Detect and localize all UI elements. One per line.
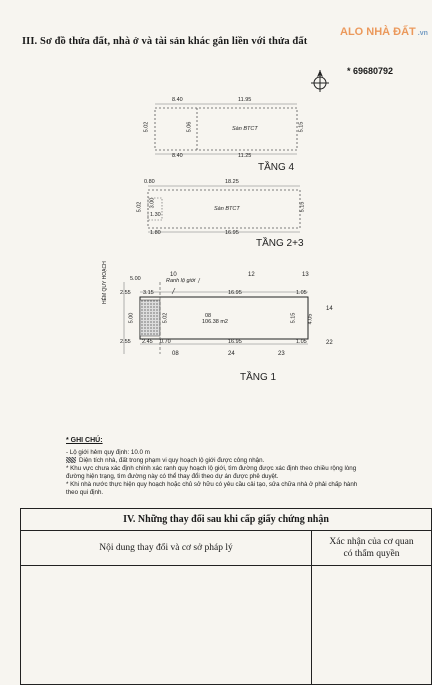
dim-label: 5.02 — [143, 121, 150, 133]
plan-tang-1 — [123, 277, 309, 354]
confirmation-cell — [311, 565, 432, 685]
dim-label: 16.95 — [228, 339, 242, 345]
floor-label-tang-2-3: TẦNG 2+3 — [256, 238, 304, 249]
dim-label: 16.95 — [225, 230, 239, 236]
watermark-domain: .vn — [417, 30, 428, 37]
neighbor-parcel: 13 — [302, 272, 309, 278]
note-text: Diện tích nhà, đất trong phạm vi quy hoạ… — [79, 457, 265, 464]
note-item: Diện tích nhà, đất trong phạm vi quy hoạ… — [66, 457, 366, 465]
notes-heading: * GHI CHÚ: — [66, 437, 103, 444]
content-cell — [20, 565, 312, 685]
dim-label: 8.40 — [172, 97, 183, 103]
section-title: III. Sơ đồ thửa đất, nhà ở và tài sản kh… — [22, 36, 308, 47]
area-label: 106.38 m2 — [202, 319, 228, 325]
dim-label: 1.80 — [150, 230, 161, 236]
dim-label: 1.05 — [296, 339, 307, 345]
dim-label: 5.15 — [290, 312, 297, 324]
dim-label: 2.55 — [120, 339, 131, 345]
dim-label: 8.40 — [172, 153, 183, 159]
dim-label: 5.06 — [186, 121, 193, 133]
dim-label: 11.95 — [238, 97, 252, 103]
room-label: Sàn BTCT — [232, 126, 258, 132]
dim-label: 5.02 — [162, 312, 169, 324]
dim-label: 11.25 — [238, 153, 252, 159]
dim-label: 5.15 — [298, 121, 305, 133]
dim-label: 2.45 — [142, 339, 153, 345]
floor-label-tang-4: TẦNG 4 — [258, 162, 295, 173]
dim-label: 4.05 — [307, 313, 314, 325]
plan-tang-4 — [154, 103, 298, 155]
note-item: - Lộ giới hẻm quy định: 10.0 m — [66, 449, 150, 456]
floor-label-tang-1: TẦNG 1 — [240, 372, 277, 383]
column-header-confirmation: Xác nhận của cơ quan có thẩm quyền — [311, 530, 432, 566]
dim-label: 18.25 — [225, 179, 239, 185]
plan-tang-2-3 — [147, 185, 301, 233]
column-header-line: có thẩm quyền — [343, 549, 400, 559]
column-header-content: Nội dung thay đổi và cơ sở pháp lý — [20, 530, 312, 566]
dim-label: 5.02 — [136, 201, 143, 213]
changes-table-title: IV. Những thay đổi sau khi cấp giấy chứn… — [20, 508, 432, 531]
dim-label: 0.80 — [144, 179, 155, 185]
street-label: HẺM QUY HOẠCH — [102, 261, 108, 304]
dim-label: 0.70 — [160, 339, 171, 345]
note-item: * Khi nhà nước thực hiện quy hoạch hoặc … — [66, 481, 358, 496]
document-number: * 69680792 — [347, 66, 394, 76]
room-label: Sàn BTCT — [214, 206, 240, 212]
dim-label: 3.15 — [143, 290, 154, 296]
watermark-logo: ALO NHÀ ĐẤT.vn — [340, 26, 428, 38]
neighbor-parcel: 08 — [172, 351, 179, 357]
dim-label: 5.15 — [299, 201, 306, 213]
dim-label: 2.55 — [120, 290, 131, 296]
note-item: * Khu vực chưa xác định chính xác ranh q… — [66, 465, 357, 480]
dim-label: 3.00 — [149, 197, 156, 209]
neighbor-parcel: 22 — [326, 340, 333, 346]
boundary-label: Ranh lộ giới — [166, 278, 196, 284]
changes-table: IV. Những thay đổi sau khi cấp giấy chứn… — [20, 508, 432, 685]
dim-label: 1.05 — [296, 290, 307, 296]
area-prefix: 08 — [205, 313, 212, 319]
watermark-text: ALO NHÀ ĐẤT — [340, 26, 416, 38]
dim-label: 5.00 — [130, 276, 141, 282]
column-header-line: Xác nhận của cơ quan — [329, 537, 414, 547]
neighbor-parcel: 23 — [278, 351, 285, 357]
north-arrow-icon — [311, 70, 329, 92]
neighbor-parcel: 14 — [326, 306, 333, 312]
neighbor-parcel: 24 — [228, 351, 235, 357]
neighbor-parcel: 10 — [170, 272, 177, 278]
floor-plans — [123, 103, 309, 354]
hatch-legend-icon — [66, 457, 76, 464]
dim-label: 1.30 — [150, 212, 161, 218]
dim-label: 5.00 — [128, 312, 135, 324]
dim-label: 16.95 — [228, 290, 242, 296]
neighbor-parcel: 12 — [248, 272, 255, 278]
